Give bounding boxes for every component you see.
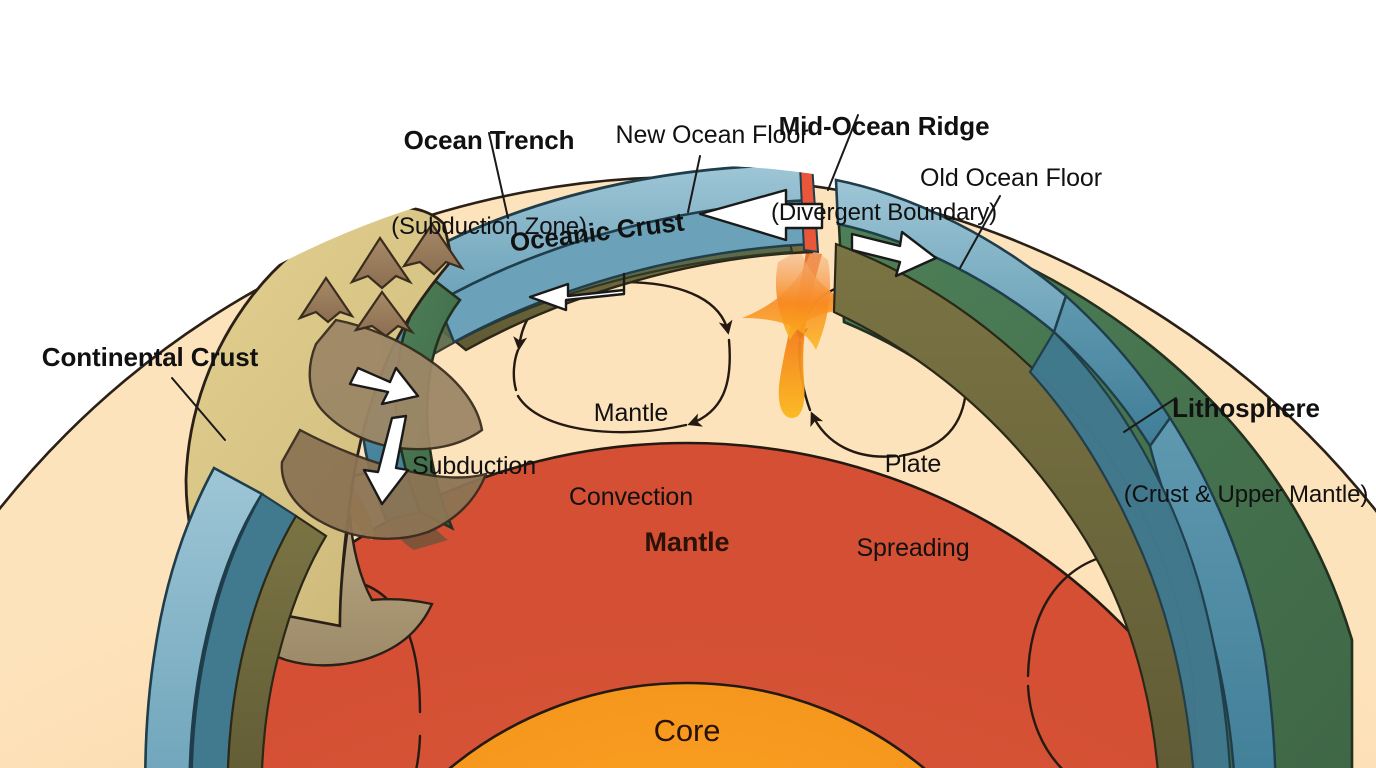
label-subduction: Subduction (411, 452, 537, 480)
continental-plate-moving-right-arrow (348, 366, 420, 406)
far-left-lithosphere-olive (226, 514, 328, 768)
label-mantle-convection-line2: Convection (568, 483, 694, 511)
leader-continental-crust (171, 377, 226, 441)
label-plate-spreading-line1: Plate (884, 450, 942, 478)
label-ocean-trench: Ocean Trench (Subduction Zone) (391, 68, 587, 299)
label-mid-ocean-ridge-subtitle: (Divergent Boundary) (770, 198, 998, 226)
label-core: Core (653, 713, 721, 748)
label-mantle: Mantle (644, 527, 730, 557)
label-old-ocean-floor: Old Ocean Floor (920, 164, 1102, 192)
leader-new-ocean-floor (687, 155, 701, 213)
old-ocean-floor-plate (832, 178, 1354, 768)
label-mid-ocean-ridge: Mid-Ocean Ridge (Divergent Boundary) (771, 54, 997, 285)
new-ocean-floor-plate (395, 165, 820, 362)
label-leader-lines (171, 114, 1177, 441)
mantle-layer (73, 441, 1301, 768)
oceanic-crust-right-inner-band (1028, 330, 1234, 768)
label-lithosphere-title: Lithosphere (1172, 393, 1320, 424)
far-left-oceanic-crust (144, 466, 264, 768)
label-continental-crust: Continental Crust (41, 342, 259, 372)
label-lithosphere: Lithosphere (Crust & Upper Mantle) (1124, 336, 1369, 567)
mountain-peak-1 (297, 276, 355, 324)
label-lithosphere-subtitle: (Crust & Upper Mantle) (1123, 480, 1369, 508)
mid-ocean-ridge-magma-plume (742, 248, 864, 418)
leader-lithosphere (1123, 397, 1177, 433)
oceanic-plate-moving-left-lower-arrow (528, 272, 626, 312)
far-left-oceanic-plate (144, 466, 328, 768)
oceanic-plate-moving-left-top-arrow (698, 188, 824, 242)
mountain-peak-3 (353, 290, 416, 338)
core-layer (313, 681, 1061, 768)
leader-ocean-trench (488, 132, 509, 219)
label-new-ocean-floor: New Ocean Floor (615, 121, 809, 149)
leader-old-ocean-floor (959, 195, 1001, 269)
label-mantle-convection: Mantle Convection (569, 343, 693, 567)
label-plate-spreading: Plate Spreading (856, 394, 969, 618)
leader-mid-ocean-ridge (827, 114, 859, 191)
label-ocean-trench-title: Ocean Trench (403, 125, 575, 156)
plate-motion-arrows (348, 188, 938, 506)
label-mantle-convection-line1: Mantle (593, 399, 669, 427)
label-mid-ocean-ridge-title: Mid-Ocean Ridge (778, 111, 990, 142)
old-ocean-floor-moving-right-arrow (850, 230, 938, 278)
mountain-peak-4 (401, 222, 465, 276)
label-plate-spreading-line2: Spreading (856, 534, 970, 562)
mountain-peak-2 (349, 236, 414, 290)
subducting-slab-descending-arrow (362, 414, 410, 506)
earth-interior (0, 165, 1376, 768)
label-ocean-trench-subtitle: (Subduction Zone) (391, 212, 587, 240)
